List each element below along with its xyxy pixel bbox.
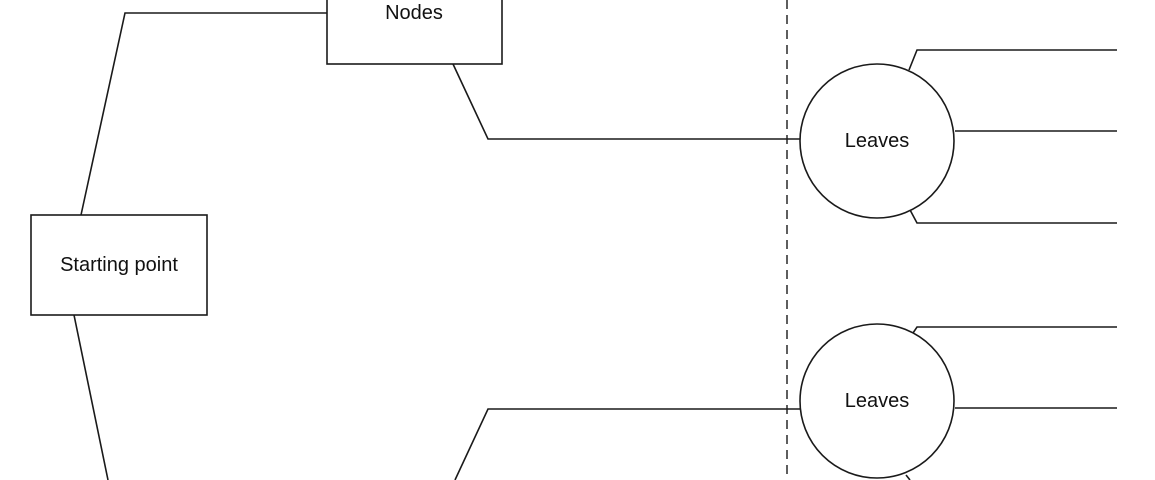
nodes-node-label: Nodes <box>385 2 443 24</box>
bottom-leaves-branch-lower <box>905 474 911 480</box>
bottom-leaves-branch-upper <box>908 326 1117 340</box>
start-node: Starting point <box>30 214 208 316</box>
leaves-top-circle <box>799 63 955 219</box>
leaves-bottom-circle <box>799 323 955 479</box>
start-node-label: Starting point <box>60 254 178 276</box>
start-node-box <box>30 214 208 316</box>
nodes-node: Nodes <box>326 0 503 65</box>
nodes-node-box <box>326 0 503 65</box>
connector-start-to-lower-branch <box>73 314 109 480</box>
connector-start-to-nodes <box>80 12 327 216</box>
leaves-node-bottom: Leaves <box>799 323 955 479</box>
connector-lower-branch-to-bottom-leaves <box>454 408 800 480</box>
top-leaves-branch-upper <box>908 49 1117 71</box>
top-leaves-branch-lower <box>908 207 1117 224</box>
connector-nodes-to-top-leaves <box>452 63 800 140</box>
leaves-top-label: Leaves <box>845 130 910 152</box>
leaves-bottom-label: Leaves <box>845 390 910 412</box>
leaves-node-top: Leaves <box>799 63 955 219</box>
